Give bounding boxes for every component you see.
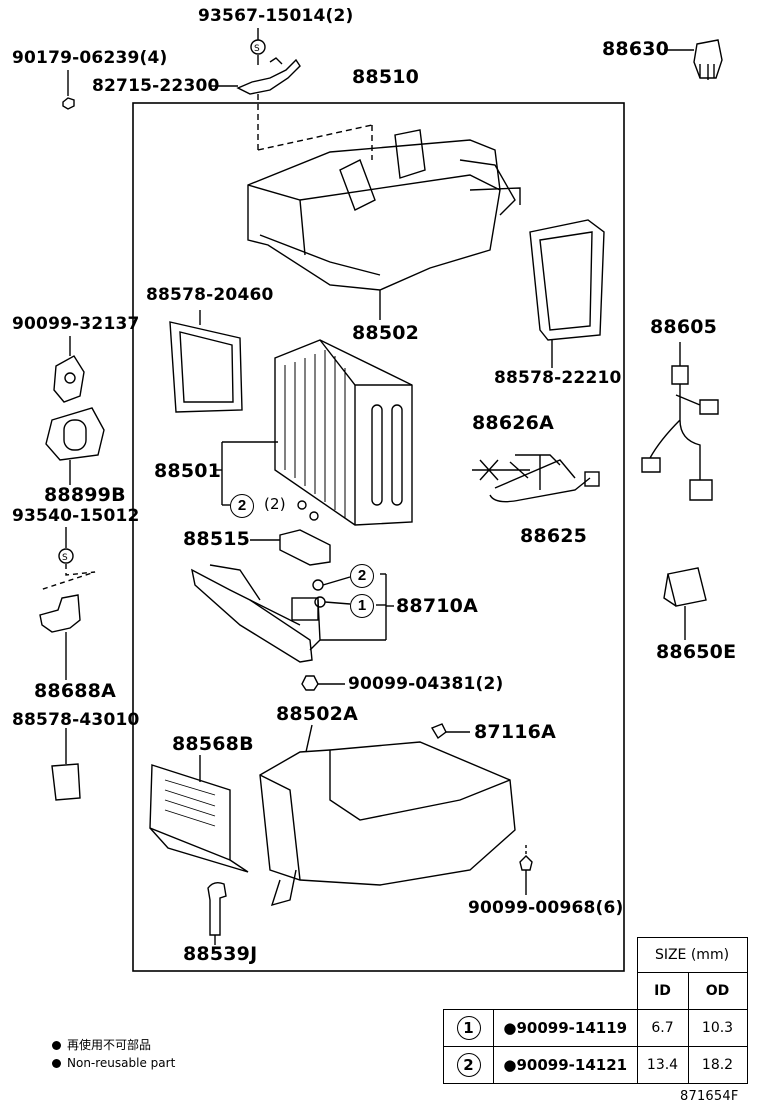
label-88568b-icon xyxy=(149,764,231,862)
bracket-82715-icon xyxy=(236,58,301,95)
size-table-col-id: ID xyxy=(636,972,689,1010)
row-mark: 1 xyxy=(456,1016,481,1040)
row-od: 10.3 xyxy=(687,1009,748,1047)
label-88568b: 88568B xyxy=(172,733,254,755)
label-88899b: 88899B xyxy=(44,484,126,506)
label-90179: 90179-06239(4) xyxy=(12,48,168,68)
row-id: 6.7 xyxy=(636,1009,689,1047)
label-88578-20460: 88578-20460 xyxy=(146,285,274,305)
size-table-title: SIZE (mm) xyxy=(636,937,748,973)
sensor-88515-icon xyxy=(279,529,331,566)
bullet-icon xyxy=(52,1059,61,1068)
assembly-frame xyxy=(132,102,625,972)
row-part-number: ●90099-14119 xyxy=(493,1009,638,1047)
grommet-90099-32137-icon xyxy=(53,355,85,403)
label-88501: 88501 xyxy=(154,460,222,482)
legend-line-en: Non-reusable part xyxy=(67,1056,176,1070)
size-table-col-od: OD xyxy=(687,972,748,1010)
label-88515: 88515 xyxy=(183,528,251,550)
pipe-88625-icon xyxy=(489,459,591,503)
label-93540: 93540-15012 xyxy=(12,506,140,526)
hose-88539j-icon xyxy=(207,881,227,936)
row-part-number: ●90099-14121 xyxy=(493,1046,638,1084)
bullet-icon xyxy=(52,1041,61,1050)
pipe-88626a-icon xyxy=(472,454,561,481)
oring-quantity-label: (2) xyxy=(264,495,286,513)
label-90099-00968: 90099-00968(6) xyxy=(468,898,624,918)
oring-callout-1-valve: 1 xyxy=(350,594,374,618)
row-id: 13.4 xyxy=(636,1046,689,1084)
screw-93540-icon xyxy=(58,548,74,564)
table-row: 2 ●90099-14121 13.4 18.2 xyxy=(443,1046,748,1084)
seal-88578-20460-icon xyxy=(169,321,243,413)
oring-callout-2-evaporator: 2 xyxy=(230,494,254,518)
row-od: 18.2 xyxy=(687,1046,748,1084)
label-82715: 82715-22300 xyxy=(92,76,220,96)
label-88502: 88502 xyxy=(352,322,420,344)
expansion-valve-88710a-icon xyxy=(191,568,313,663)
label-88626a: 88626A xyxy=(472,412,555,434)
label-88630: 88630 xyxy=(602,38,670,60)
bracket-88688a-icon xyxy=(39,594,81,633)
label-88688a: 88688A xyxy=(34,680,117,702)
non-reusable-legend: 再使用不可部品 Non-reusable part xyxy=(52,1036,175,1072)
label-90099-04381: 90099-04381(2) xyxy=(348,674,504,694)
label-88710a: 88710A xyxy=(396,595,479,617)
screw-90099-00968-icon xyxy=(519,855,533,871)
pad-88578-43010-icon xyxy=(51,763,81,801)
figure-code: 871654F xyxy=(680,1089,739,1104)
label-88650e: 88650E xyxy=(656,641,737,663)
label-88578-43010: 88578-43010 xyxy=(12,710,140,730)
upper-case-88502-icon xyxy=(247,139,501,291)
clip-87116a-icon xyxy=(430,723,447,740)
svg-text:S: S xyxy=(62,553,68,563)
label-88605: 88605 xyxy=(650,316,718,338)
label-88625: 88625 xyxy=(520,525,588,547)
oring-size-table: SIZE (mm) ID OD 1 ●90099-14119 6.7 10.3 … xyxy=(443,937,748,1084)
label-88510: 88510 xyxy=(352,66,420,88)
harness-88605-icon xyxy=(641,342,719,501)
relay-88630-icon xyxy=(693,39,723,79)
row-mark: 2 xyxy=(456,1053,481,1077)
lower-case-88502a-icon xyxy=(259,741,516,886)
label-88578-22210: 88578-22210 xyxy=(494,368,622,388)
label-90099-32137: 90099-32137 xyxy=(12,314,140,334)
label-87116a: 87116A xyxy=(474,721,557,743)
seal-88578-22210-icon xyxy=(529,219,605,341)
oring-callout-2-valve: 2 xyxy=(350,564,374,588)
bolt-90099-04381-icon xyxy=(301,675,319,691)
table-row: 1 ●90099-14119 6.7 10.3 xyxy=(443,1009,748,1047)
label-88539j: 88539J xyxy=(183,943,258,965)
label-88502a: 88502A xyxy=(276,703,359,725)
svg-text:S: S xyxy=(254,44,260,54)
legend-line-jp: 再使用不可部品 xyxy=(67,1038,152,1052)
label-93567: 93567-15014(2) xyxy=(198,6,354,26)
nut-90179-icon xyxy=(62,97,75,110)
thermistor-88899b-icon xyxy=(45,407,105,461)
amplifier-88650e-icon xyxy=(667,567,707,607)
